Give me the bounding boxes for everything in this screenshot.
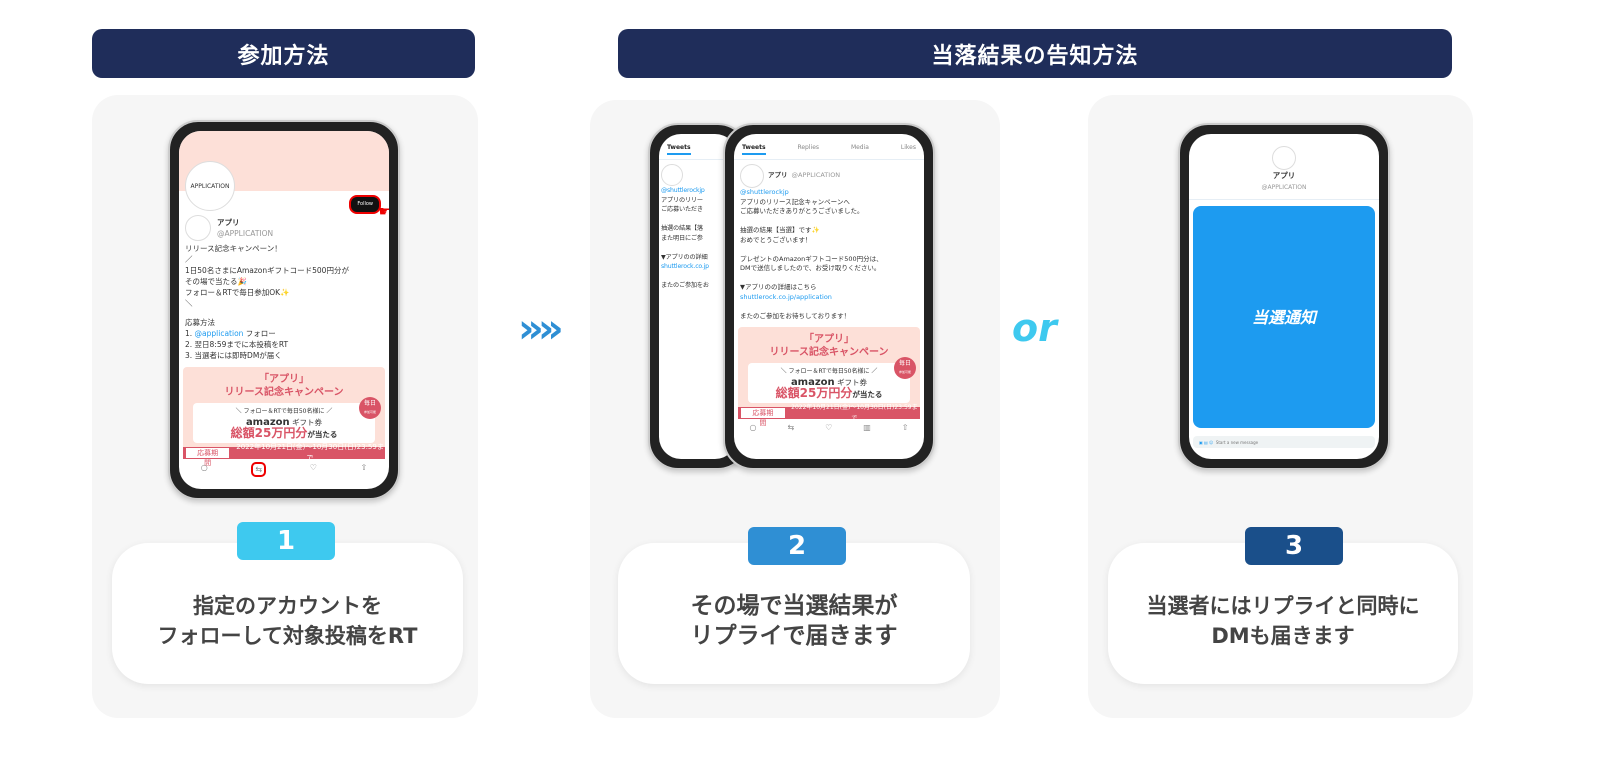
share-icon: ⇧	[901, 423, 909, 432]
pointer-hand-icon: ☛	[378, 204, 389, 220]
reply-icon: ○	[200, 463, 208, 472]
reply-icon: ○	[749, 423, 757, 432]
like-icon: ♡	[825, 423, 833, 432]
step-1-card: 指定のアカウントをフォローして対象投稿をRT	[112, 543, 463, 684]
share-icon: ⇧	[360, 463, 368, 472]
dm-account-handle: @APPLICATION	[1261, 184, 1307, 191]
account-name: アプリ	[217, 218, 240, 227]
dm-message-bubble: 当選通知	[1193, 206, 1375, 428]
step-2-card: その場で当選結果がリプライで届きます	[618, 543, 970, 684]
header-entry: 参加方法	[92, 29, 475, 78]
retweet-icon: ⇆	[787, 423, 795, 432]
step-3-badge: 3	[1245, 527, 1343, 565]
phone-reply-win: Tweets Replies Media Likes アプリ@APPLICATION …	[723, 123, 935, 470]
chevrons-arrow-icon: »»	[518, 306, 564, 352]
step-1-badge: 1	[237, 522, 335, 560]
like-icon: ♡	[309, 463, 317, 472]
retweet-icon: ⇆	[251, 462, 267, 477]
campaign-banner: 「アプリ」リリース記念キャンペーン ＼ フォロー＆RTで毎日50名様に ／ am…	[183, 367, 385, 467]
tweet-actions: ○ ⇆ ♡ ⇧	[179, 459, 389, 477]
dm-input[interactable]: ▣ ▤ ☺ Start a new message	[1193, 436, 1375, 448]
account-handle: @APPLICATION	[217, 229, 274, 238]
profile-tabs: Tweets Replies Media Likes	[734, 134, 924, 160]
tab-replies[interactable]: Replies	[797, 144, 820, 151]
avatar	[185, 215, 211, 241]
step-2-badge: 2	[748, 527, 846, 565]
or-label: or	[1012, 306, 1057, 350]
daily-badge: 毎日参加可能	[359, 397, 381, 419]
stats-icon: ▥	[863, 423, 871, 432]
header-result: 当落結果の告知方法	[618, 29, 1452, 78]
tab-tweets[interactable]: Tweets	[742, 142, 766, 155]
tab-media[interactable]: Media	[850, 144, 869, 151]
tab-likes[interactable]: Likes	[900, 144, 916, 151]
phone-dm: アプリ @APPLICATION 当選通知 ▣ ▤ ☺ Start a new m…	[1178, 123, 1390, 470]
tweet-text: リリース記念キャンペーン！／1日50名さまにAmazonギフトコード500円分が…	[185, 244, 349, 360]
reply-text: アプリ@APPLICATION @shuttlerockjp アプリのリリース記…	[734, 160, 924, 325]
phone-tweet: APPLICATION Follow ☛ アプリ @APPLICATION リリー…	[168, 120, 400, 500]
follow-button[interactable]: Follow	[349, 195, 381, 214]
dm-account-name: アプリ	[1272, 171, 1296, 180]
profile-logo: APPLICATION	[185, 161, 235, 211]
